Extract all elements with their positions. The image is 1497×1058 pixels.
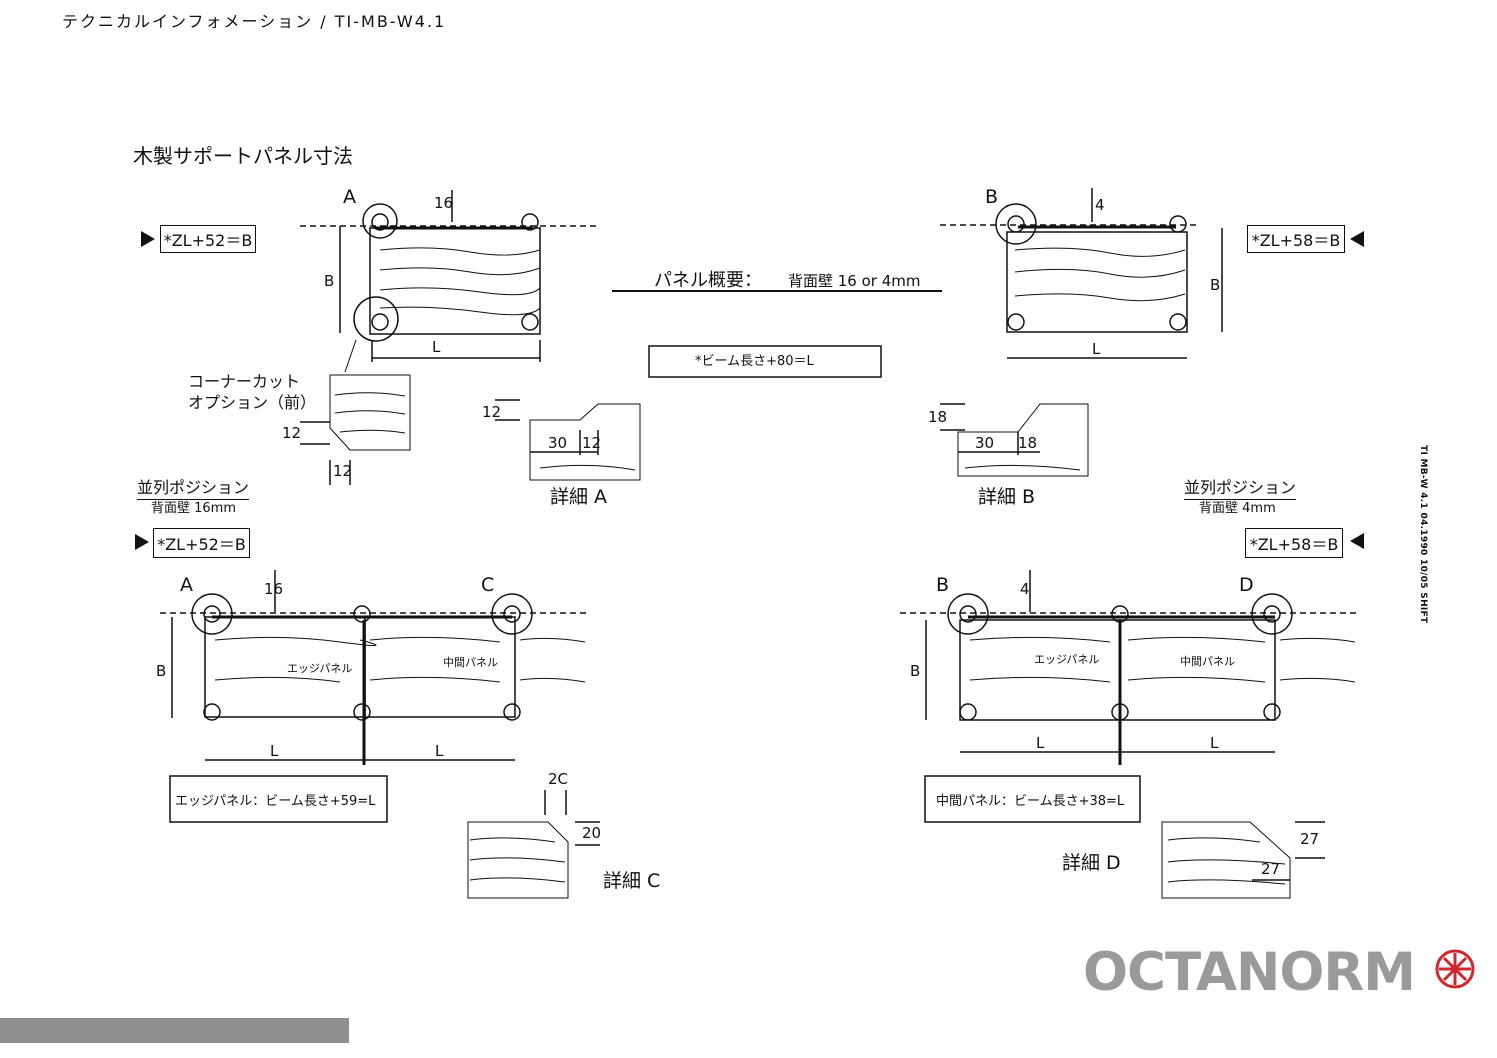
dim-16-top: 16 xyxy=(434,194,454,212)
dim-16-bottom: 16 xyxy=(264,580,284,598)
corner-cut-line1: コーナーカット xyxy=(188,372,301,391)
side-document-code: TI MB-W 4.1 04.1990 10/05 SHIFT xyxy=(1418,445,1428,624)
edge-panel-label-right: エッジパネル xyxy=(1034,653,1100,666)
point-d-bottom: D xyxy=(1239,574,1254,596)
overview-text: 背面壁 16 or 4mm xyxy=(788,272,921,290)
page-title: 木製サポートパネル寸法 xyxy=(133,144,353,168)
overview-beam-formula: *ビーム長さ+80＝L xyxy=(695,354,814,369)
edge-panel-label-left: エッジパネル xyxy=(287,662,353,675)
pointer-arrow-icon xyxy=(141,231,155,247)
dim-12-cornercut-v: 12 xyxy=(282,424,302,442)
document-header: テクニカルインフォメーション / TI-MB-W4.1 xyxy=(62,12,447,31)
detail-c-label: 詳細 C xyxy=(603,870,661,892)
formula-bottom-left: *ZL+52＝B xyxy=(153,528,250,558)
dim-18-detail-b-v: 18 xyxy=(928,408,948,426)
dim-2c-detail-c: 2C xyxy=(548,770,569,788)
detail-d-label: 詳細 D xyxy=(1062,852,1121,874)
dim-B-top-right: B xyxy=(1210,276,1221,294)
middle-panel-label-right: 中間パネル xyxy=(1180,655,1235,668)
dim-L-bottom-right-2: L xyxy=(1210,734,1219,752)
middle-panel-label-left: 中間パネル xyxy=(443,656,498,669)
dim-L-bottom-left-1: L xyxy=(270,742,279,760)
dim-L-bottom-left-2: L xyxy=(435,742,444,760)
dim-27-detail-d-h: 27 xyxy=(1261,860,1281,878)
parallel-left-sub: 背面壁 16mm xyxy=(151,501,237,516)
parallel-left-title: 並列ポジション xyxy=(137,474,250,500)
dim-12-detail-a: 12 xyxy=(482,403,502,421)
point-c-bottom: C xyxy=(481,574,495,596)
dim-27-detail-d-v: 27 xyxy=(1300,830,1320,848)
dim-20-detail-c: 20 xyxy=(582,824,602,842)
dim-B-bottom-left: B xyxy=(156,662,167,680)
pointer-arrow-icon xyxy=(1350,231,1364,247)
detail-b-label: 詳細 B xyxy=(978,486,1036,508)
dim-4-top: 4 xyxy=(1095,196,1105,214)
point-b-top: B xyxy=(985,186,999,208)
brand-logo: OCTANORM xyxy=(1083,942,1416,1003)
dim-30-detail-a: 30 xyxy=(548,434,568,452)
middle-panel-note: 中間パネル：ビーム長さ+38=L xyxy=(936,794,1125,809)
dim-12-detail-a-h: 12 xyxy=(582,434,602,452)
formula-bottom-right: *ZL+58＝B xyxy=(1245,528,1343,558)
corner-cut-line2: オプション（前） xyxy=(188,393,317,412)
formula-top-right: *ZL+58＝B xyxy=(1247,225,1345,253)
dim-L-top-right: L xyxy=(1092,340,1101,358)
dim-L-top-left: L xyxy=(432,338,441,356)
footer-bar xyxy=(0,1018,349,1043)
edge-panel-note: エッジパネル：ビーム長さ+59=L xyxy=(175,794,376,809)
point-b-bottom: B xyxy=(936,574,950,596)
octanorm-star-icon xyxy=(1435,949,1475,989)
point-a-bottom: A xyxy=(180,574,193,596)
dim-B-top-left: B xyxy=(324,272,335,290)
dim-B-bottom-right: B xyxy=(910,662,921,680)
detail-a-label: 詳細 A xyxy=(550,486,608,508)
pointer-arrow-icon xyxy=(1350,533,1364,549)
formula-top-left: *ZL+52＝B xyxy=(160,225,256,253)
pointer-arrow-icon xyxy=(135,534,149,550)
dim-18-detail-b-h: 18 xyxy=(1018,434,1038,452)
dim-L-bottom-right-1: L xyxy=(1036,734,1045,752)
overview-label: パネル概要： xyxy=(654,270,762,291)
dim-30-detail-b: 30 xyxy=(975,434,995,452)
parallel-right-title: 並列ポジション xyxy=(1184,474,1297,500)
dim-4-bottom: 4 xyxy=(1020,580,1030,598)
parallel-right-sub: 背面壁 4mm xyxy=(1199,501,1276,516)
point-a-top: A xyxy=(343,186,356,208)
dim-12-cornercut-h: 12 xyxy=(333,462,353,480)
